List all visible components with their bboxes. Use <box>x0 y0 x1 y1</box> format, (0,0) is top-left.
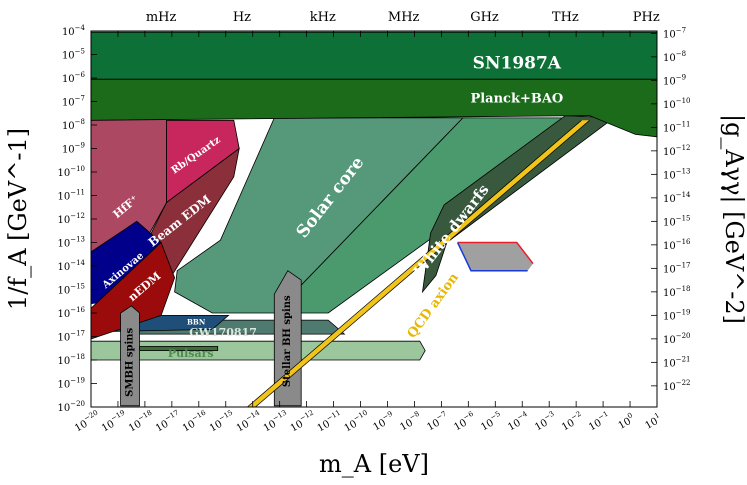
y-tick-label: 10−18 <box>57 353 85 367</box>
qcd-axion-edge-1 <box>247 120 582 407</box>
label-smbh-spins: SMBH spins <box>125 327 136 396</box>
x-tick-label: 10−18 <box>125 409 156 435</box>
y-tick-label: 10−14 <box>57 259 85 273</box>
x-tick-label: 10−19 <box>99 409 130 435</box>
label-sn1987a: SN1987A <box>473 53 562 73</box>
x-tick-label: 10−9 <box>370 410 397 434</box>
region-smbh-spins <box>120 305 140 407</box>
x-tick-label: 10−1 <box>586 410 613 434</box>
y-tick-label: 10−6 <box>62 71 86 85</box>
y-axis-title: 1/f_A [GeV^-1] <box>4 128 32 310</box>
projection-layer <box>456 241 534 272</box>
right-tick-label: 10−12 <box>663 144 691 158</box>
y-tick-label: 10−20 <box>57 400 85 414</box>
x-tick-label: 10−14 <box>233 408 264 434</box>
y-tick-label: 10−5 <box>62 48 85 62</box>
projection-upper-edge <box>457 241 534 265</box>
y-tick-label: 10−7 <box>62 95 85 109</box>
right-tick-label: 10−22 <box>663 379 691 393</box>
top-axis-label: THz <box>552 10 579 25</box>
x-tick-label: 10−20 <box>72 409 103 435</box>
right-tick-label: 10−10 <box>663 97 691 111</box>
right-tick-label: 10−8 <box>663 50 686 64</box>
x-tick-label: 10−12 <box>287 409 318 435</box>
right-tick-label: 10−16 <box>663 238 691 252</box>
y-tick-label: 10−8 <box>62 118 85 132</box>
regions-layer <box>91 31 657 407</box>
label-gw170817: GW170817 <box>189 326 257 339</box>
y-tick-label: 10−13 <box>57 236 85 250</box>
right-tick-label: 10−17 <box>663 261 691 275</box>
y-tick-label: 10−12 <box>57 212 85 226</box>
y-tick-label: 10−11 <box>57 189 85 203</box>
qcd-axion-layer <box>247 120 590 407</box>
right-tick-label: 10−20 <box>663 332 691 346</box>
x-tick-label: 10−13 <box>260 409 291 435</box>
top-axis-label: GHz <box>470 10 499 25</box>
x-tick-label: 10−15 <box>206 409 237 435</box>
right-tick-label: 10−18 <box>663 285 691 299</box>
right-axis-title: |g_Aγγ| [GeV^-2] <box>719 114 747 324</box>
x-axis-title: m_A [eV] <box>319 450 429 478</box>
top-axis-label: mHz <box>146 10 177 25</box>
x-tick-label: 10−2 <box>559 410 586 434</box>
right-tick-label: 10−9 <box>663 73 686 87</box>
qcd-axion-edge-2 <box>255 120 590 407</box>
x-tick-label: 100 <box>615 411 637 432</box>
x-tick-label: 10−11 <box>314 409 345 435</box>
x-tick-label: 10−7 <box>424 410 451 434</box>
top-axis-label: MHz <box>388 10 420 25</box>
projection-lower-edge <box>456 242 528 272</box>
right-tick-label: 10−15 <box>663 214 691 228</box>
right-tick-label: 10−14 <box>663 191 691 205</box>
label-qcd-axion: QCD axion <box>405 270 463 341</box>
x-tick-label: 10−5 <box>478 410 505 434</box>
x-tick-label: 10−16 <box>179 408 210 434</box>
y-tick-label: 10−15 <box>57 283 85 297</box>
x-tick-label: 10−4 <box>505 409 532 433</box>
y-tick-label: 10−17 <box>57 330 85 344</box>
x-tick-label: 10−17 <box>152 409 183 435</box>
top-axis-label: kHz <box>310 10 336 25</box>
y-tick-label: 10−10 <box>57 165 85 179</box>
label-pulsars: Pulsars <box>168 347 214 360</box>
y-tick-label: 10−19 <box>57 377 85 391</box>
label-stellar-bh-spins: Stellar BH spins <box>282 295 293 387</box>
x-tick-label: 10−3 <box>532 410 559 434</box>
x-tick-label: 10−6 <box>451 409 478 433</box>
x-tick-label: 101 <box>642 411 664 432</box>
y-tick-label: 10−16 <box>57 306 85 320</box>
right-tick-label: 10−11 <box>663 120 691 134</box>
right-tick-label: 10−7 <box>663 26 686 40</box>
label-planck-bao: Planck+BAO <box>470 92 563 107</box>
top-axis-label: PHz <box>633 10 660 25</box>
label-bbn: BBN <box>187 317 206 326</box>
region-planck-bao <box>91 78 657 138</box>
x-tick-label: 10−8 <box>397 410 424 434</box>
qcd-axion-band <box>247 120 590 407</box>
projection-fill <box>457 242 533 271</box>
region-sn1987a <box>91 31 657 80</box>
region-pulsars <box>91 340 426 361</box>
region-neutron-star-cooling <box>421 115 616 294</box>
x-tick-label: 10−10 <box>341 409 372 435</box>
right-tick-label: 10−19 <box>663 308 691 322</box>
right-tick-label: 10−21 <box>663 355 691 369</box>
region-nedm <box>91 241 176 340</box>
right-tick-label: 10−13 <box>663 167 691 181</box>
y-tick-label: 10−4 <box>62 24 86 38</box>
top-axis-label: Hz <box>233 10 251 25</box>
y-tick-label: 10−9 <box>62 142 85 156</box>
